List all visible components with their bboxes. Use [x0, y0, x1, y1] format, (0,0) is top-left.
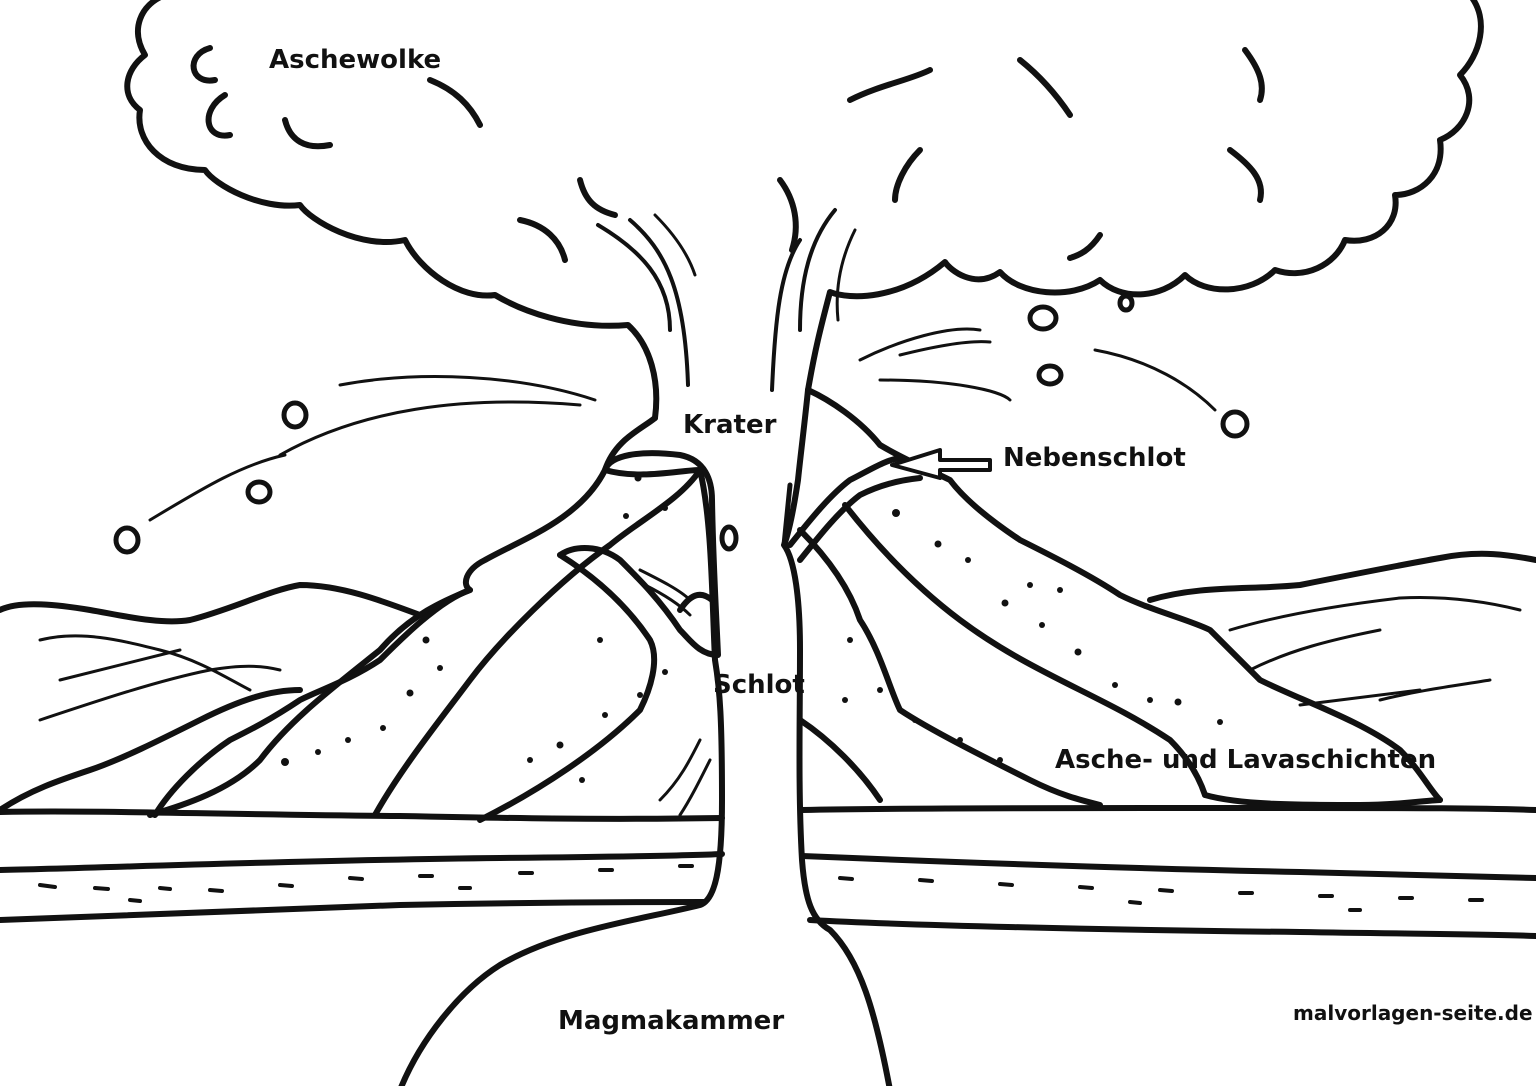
eruption-streak — [628, 218, 690, 387]
side-vent-pipe — [787, 455, 903, 548]
flank-stipple — [281, 474, 1223, 783]
rock-right — [1117, 293, 1135, 313]
vent-right-wall — [781, 387, 893, 1086]
right-hill — [1248, 628, 1382, 672]
motion-trail — [338, 375, 597, 402]
cloud-curl — [190, 45, 218, 84]
ground-line — [799, 805, 1536, 813]
motion-trail — [148, 453, 287, 522]
right-hill — [1298, 688, 1422, 707]
cloud-curl — [847, 67, 933, 103]
left-flank-shade — [678, 758, 712, 817]
cloud-curl — [1017, 57, 1073, 118]
left-flank-shade — [638, 568, 692, 602]
right-flank-layer — [797, 527, 1103, 808]
cloud-curl — [282, 117, 333, 150]
motion-trail — [898, 340, 992, 357]
left-hill — [38, 634, 252, 692]
right-flank-layer — [1202, 792, 1443, 808]
side-vent-arrow — [890, 448, 992, 480]
left-hill — [0, 582, 423, 625]
eruption-streak — [770, 238, 802, 392]
left-flank-layer — [372, 467, 703, 818]
eruption-streak — [653, 213, 697, 277]
strata-line — [799, 853, 1536, 881]
right-flank-layer — [797, 717, 883, 803]
cloud-curl — [892, 147, 923, 203]
left-hill — [58, 648, 182, 682]
motion-trail — [278, 400, 582, 457]
cloud-curl — [1242, 47, 1265, 103]
watermark: malvorlagen-seite.de — [1293, 1001, 1533, 1025]
magma-chamber-label: Magmakammer — [558, 1006, 785, 1036]
rock-left — [245, 479, 273, 505]
strata-line — [0, 851, 725, 873]
cloud-curl — [1227, 147, 1264, 203]
left-flank-layer — [477, 552, 658, 823]
crater-label: Krater — [683, 410, 777, 440]
strata-dashes — [38, 864, 1484, 912]
motion-trail — [858, 327, 982, 362]
rock-right — [1036, 363, 1064, 387]
right-hill — [1378, 678, 1492, 702]
side-vent-label: Nebenschlot — [1003, 443, 1186, 473]
rock-left — [719, 524, 739, 552]
rock-left — [281, 400, 309, 430]
vent-left-wall — [398, 415, 725, 1086]
eruption-streak — [798, 208, 837, 332]
right-hill — [1147, 550, 1536, 603]
cloud-curl — [517, 217, 568, 263]
left-flank-outer — [147, 467, 608, 818]
eruption-streak — [596, 223, 672, 332]
ash-cloud-label: Aschewolke — [269, 45, 442, 75]
motion-trail — [1093, 348, 1217, 412]
left-flank-shade — [643, 583, 692, 617]
cloud-curl — [205, 92, 233, 139]
left-flank-layer — [152, 587, 473, 818]
cloud-curl — [1067, 232, 1103, 261]
cloud-curl — [427, 77, 483, 128]
ash-cloud-outline — [124, 0, 1484, 421]
strata-line — [0, 899, 708, 923]
cloud-curl — [577, 177, 618, 218]
vent-label: Schlot — [713, 670, 805, 700]
vent-inner-streak — [781, 482, 793, 548]
right-flank-layer — [842, 502, 1208, 798]
rock-left — [113, 525, 141, 555]
side-vent-pipe — [797, 475, 923, 563]
right-hill — [1228, 596, 1522, 632]
left-flank-shade — [658, 738, 702, 802]
left-hill — [0, 687, 303, 813]
left-hill — [38, 664, 282, 722]
motion-trail — [878, 378, 1012, 402]
rock-right — [1220, 409, 1250, 439]
layers-label: Asche- und Lavaschichten — [1055, 745, 1437, 775]
ground-line — [0, 808, 725, 822]
crater-left-lip — [557, 450, 721, 658]
rock-right — [1027, 304, 1059, 332]
eruption-streak — [835, 228, 857, 322]
strata-line — [807, 917, 1536, 939]
cloud-curl — [777, 177, 799, 253]
